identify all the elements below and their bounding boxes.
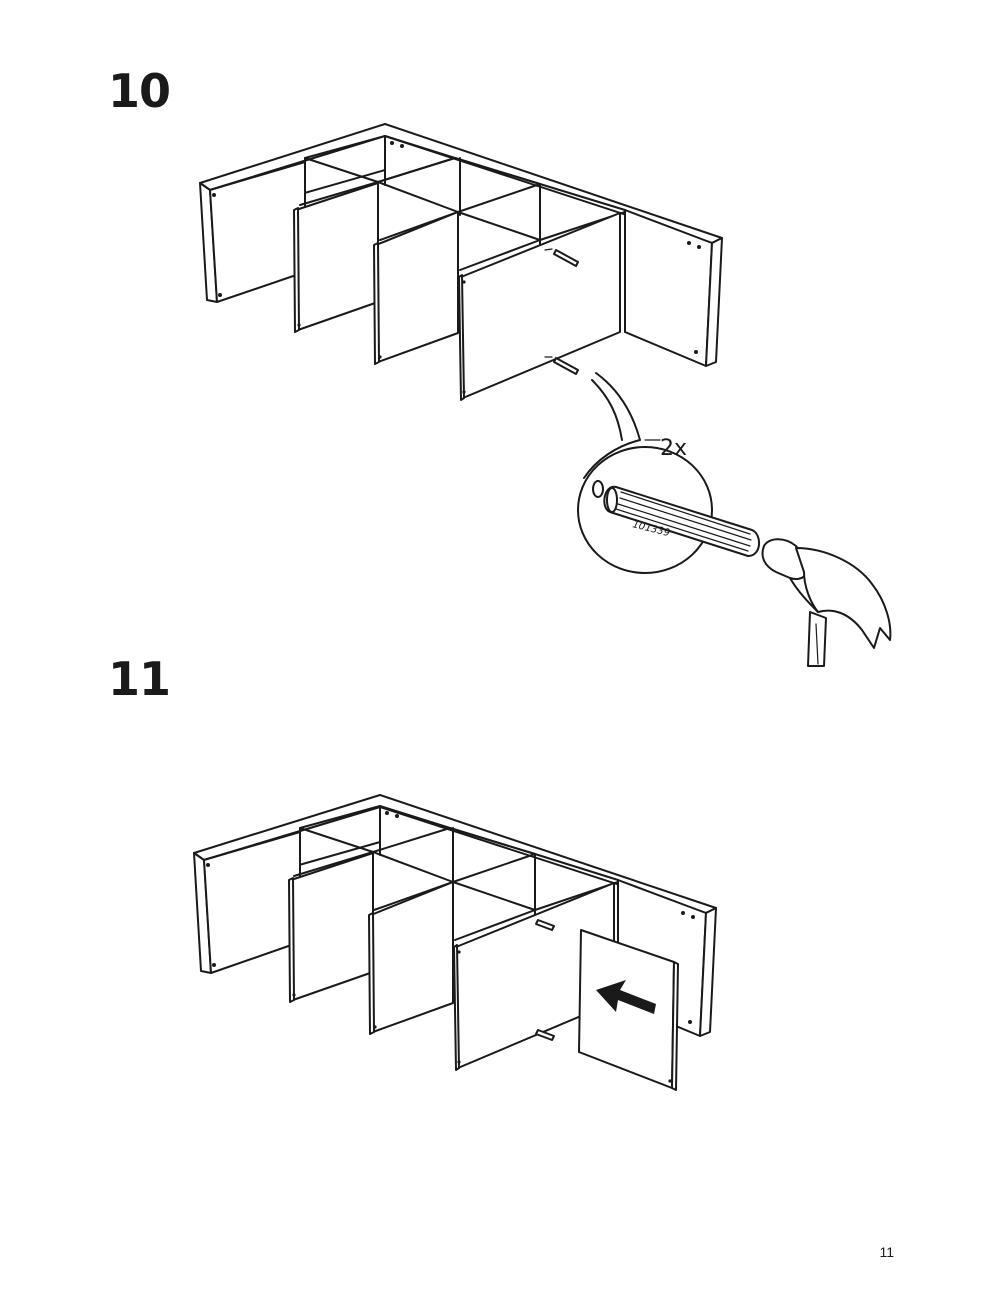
dowel-icon	[603, 485, 760, 557]
step-11-divider-panel	[578, 929, 679, 1091]
step-10-callout: 2x 101339	[577, 372, 760, 574]
dowel-icon	[544, 248, 579, 375]
callout-quantity: 2x	[660, 436, 687, 461]
page-number: 11	[879, 1244, 894, 1260]
step-11-number: 11	[108, 652, 171, 706]
dowel-icon	[535, 919, 555, 1041]
step-10-shelf-frame	[199, 123, 723, 401]
hammer-icon	[761, 538, 892, 667]
step-10-number: 10	[108, 64, 171, 118]
arrow-left-icon	[596, 980, 656, 1014]
